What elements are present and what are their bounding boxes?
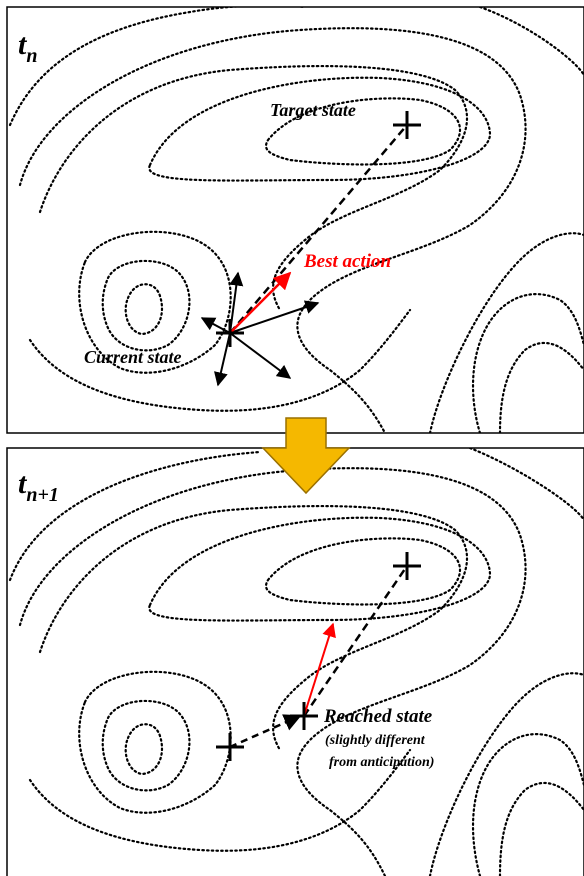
contour-line bbox=[264, 537, 461, 606]
reached-state-cross-icon bbox=[290, 702, 318, 730]
transition-down-arrow-icon bbox=[261, 417, 351, 495]
candidate-action-arrow bbox=[200, 317, 231, 334]
contour-line bbox=[498, 781, 584, 876]
contour-line bbox=[28, 748, 412, 852]
contour-line bbox=[78, 230, 232, 374]
current-state-cross-icon bbox=[216, 319, 244, 347]
contour-line bbox=[101, 699, 191, 792]
candidate-action-arrow bbox=[229, 332, 292, 379]
contour-line bbox=[124, 283, 164, 336]
target-state-cross-icon bbox=[393, 552, 421, 580]
contour-line bbox=[18, 467, 527, 876]
planned-path-line bbox=[229, 124, 408, 334]
candidate-action-arrows bbox=[200, 271, 320, 387]
bottom-time-label: tn+1 bbox=[18, 467, 59, 506]
bottom-panel: tn+1 Reached state (slightly different f… bbox=[6, 447, 584, 876]
contour-line bbox=[478, 7, 584, 77]
reached-state-note-line1: (slightly different bbox=[325, 733, 426, 748]
contour-line bbox=[264, 97, 461, 166]
top-contour-lines bbox=[8, 7, 584, 433]
contour-line bbox=[78, 670, 232, 814]
contour-line bbox=[28, 308, 412, 412]
target-state-cross-icon bbox=[393, 111, 421, 139]
candidate-action-arrow bbox=[229, 300, 320, 334]
contour-line bbox=[148, 76, 492, 182]
contour-line bbox=[428, 672, 584, 876]
executed-path-arrow bbox=[229, 714, 302, 749]
replanned-path-line bbox=[302, 565, 409, 717]
bottom-contour-lines bbox=[8, 448, 584, 876]
contour-line bbox=[8, 7, 307, 127]
contour-line bbox=[38, 504, 469, 752]
best-action-label: Best action bbox=[303, 251, 391, 272]
top-panel: tn Target state Current state Best actio… bbox=[6, 6, 584, 434]
contour-line bbox=[8, 450, 262, 582]
top-time-label: tn bbox=[18, 28, 37, 67]
candidate-action-arrow bbox=[214, 332, 231, 387]
reached-state-note-line2: from anticipation) bbox=[329, 755, 434, 770]
contour-line bbox=[148, 516, 492, 622]
new-best-action-arrow bbox=[303, 622, 336, 717]
best-action-arrow bbox=[229, 271, 292, 334]
current-state-label: Current state bbox=[84, 347, 182, 367]
bottom-panel-frame bbox=[6, 447, 584, 876]
contour-line bbox=[124, 723, 164, 776]
target-state-label: Target state bbox=[270, 100, 356, 120]
contour-line bbox=[468, 448, 584, 522]
reached-state-label: Reached state bbox=[323, 706, 433, 727]
contour-line bbox=[428, 232, 584, 433]
contour-line bbox=[38, 64, 469, 312]
contour-line bbox=[18, 27, 527, 433]
top-panel-frame bbox=[6, 6, 584, 434]
contour-line bbox=[471, 293, 584, 433]
previous-state-cross-icon bbox=[216, 733, 244, 761]
contour-line bbox=[471, 733, 584, 876]
contour-line bbox=[498, 341, 584, 433]
contour-line bbox=[101, 259, 191, 352]
